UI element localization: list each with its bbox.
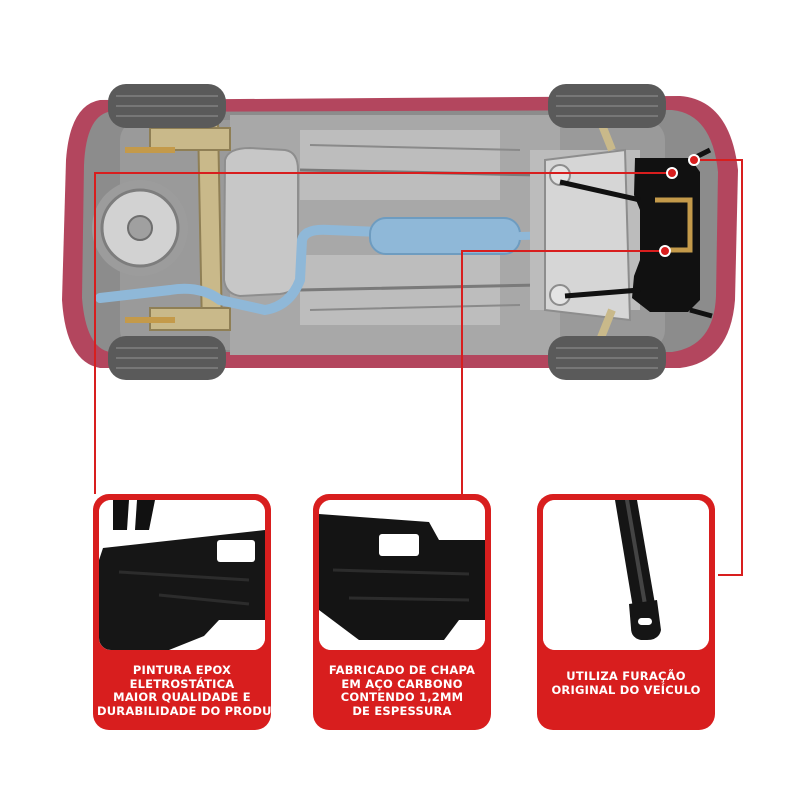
callout-card-carbon-steel: FABRICADO DE CHAPA EM AÇO CARBONO CONTEN… [313, 494, 491, 730]
callout-line: UTILIZA FURAÇÃO [566, 669, 686, 683]
mounting-bar-detail-photo [543, 500, 709, 650]
callout-line: PINTURA EPOX [132, 663, 232, 677]
callout-card-original-holes: UTILIZA FURAÇÃO ORIGINAL DO VEÍCULO [537, 494, 715, 730]
callout-lines [94, 159, 743, 576]
fuel-tank [222, 146, 299, 298]
callout-line: DE ESPESSURA [352, 703, 452, 718]
wheels [108, 84, 666, 380]
callout-card-epox-paint: PINTURA EPOX ELETROSTÁTICA MAIOR QUALIDA… [93, 494, 271, 730]
protector-detail-photo [319, 500, 485, 650]
front-subframe [530, 118, 640, 342]
callout-line: ORIGINAL DO VEÍCULO [551, 682, 701, 697]
engine-protector [559, 147, 713, 319]
callout-line: FABRICADO DE CHAPA [328, 663, 476, 677]
callout-markers [659, 154, 700, 257]
protector-detail-photo [99, 500, 265, 650]
callout-line: CONTENDO 1,2MM [340, 690, 464, 704]
callout-line: MAIOR QUALIDADE E [113, 690, 251, 704]
callout-line: EM AÇO CARBONO [341, 676, 463, 691]
callout-line: ELETROSTÁTICA [129, 676, 235, 691]
spare-wheel [92, 180, 188, 276]
callout-line: DURABILIDADE DO PRODUTO [97, 703, 271, 718]
